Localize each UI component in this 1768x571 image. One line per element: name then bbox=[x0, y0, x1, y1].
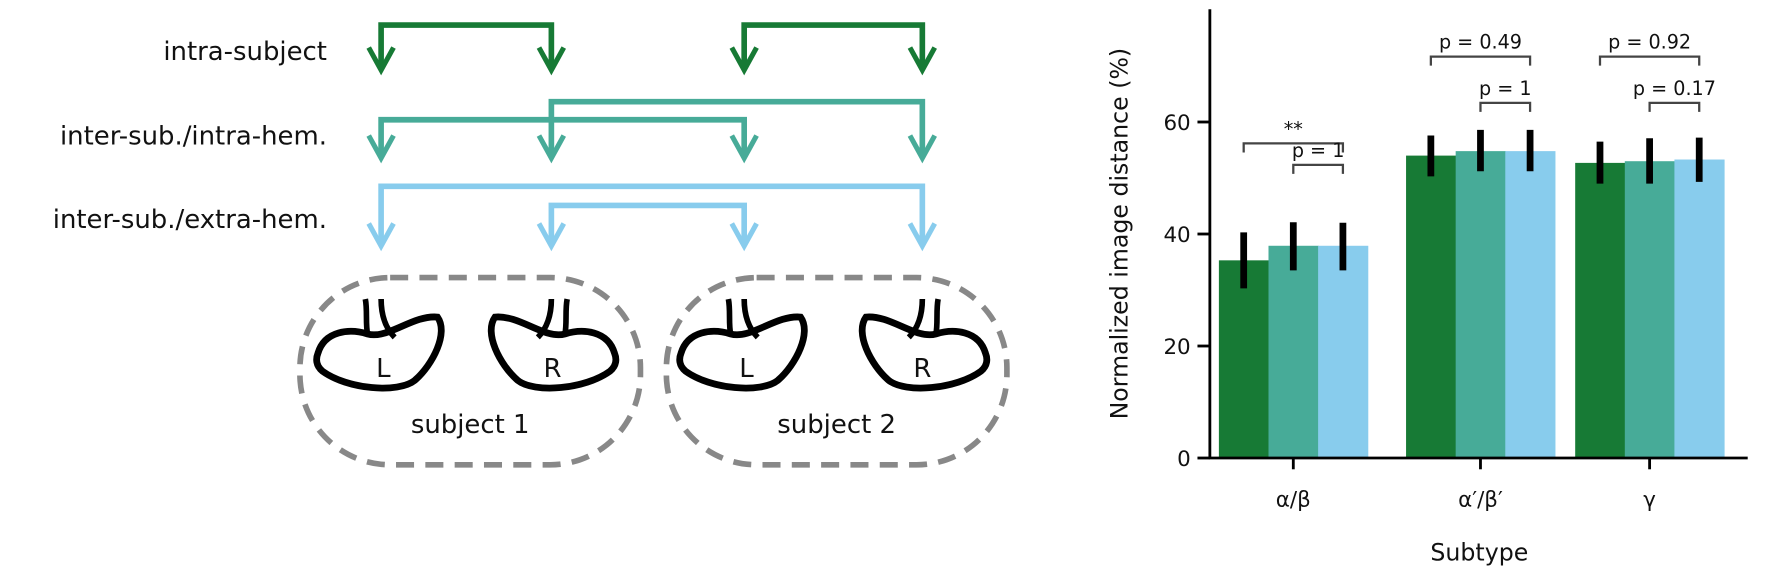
x-ticks: α/β α′/β′ γ bbox=[1276, 458, 1656, 513]
bar bbox=[1575, 162, 1626, 459]
comparison-diagram: intra-subject inter-sub./intra-hem. inte… bbox=[53, 22, 1010, 468]
brain-hemisphere-icon bbox=[487, 298, 620, 392]
comparison-arrows bbox=[366, 22, 937, 252]
connector-arrow bbox=[378, 116, 748, 155]
significance-annotations: **p = 1p = 0.49p = 1p = 0.92p = 0.17 bbox=[1242, 31, 1716, 174]
arrowhead-icon bbox=[536, 46, 566, 76]
brain-outline bbox=[858, 313, 991, 392]
connector-arrow bbox=[741, 22, 926, 67]
brain-stalk bbox=[906, 298, 941, 340]
significance-label: p = 0.92 bbox=[1608, 31, 1691, 54]
y-tick-label: 20 bbox=[1163, 335, 1190, 360]
significance-bracket bbox=[1292, 163, 1345, 174]
connector-arrow bbox=[378, 183, 926, 243]
y-tick-label: 40 bbox=[1163, 223, 1190, 248]
hemisphere-label-s2-L: L bbox=[739, 354, 754, 384]
brain-icons bbox=[313, 298, 991, 392]
significance-bracket bbox=[1648, 101, 1701, 112]
brain-hemisphere-icon bbox=[676, 298, 808, 392]
hemisphere-label-s1-R: R bbox=[543, 354, 561, 384]
error-bars bbox=[1240, 129, 1703, 289]
y-ticks: 0 20 40 60 bbox=[1163, 111, 1210, 472]
hemisphere-label-s1-L: L bbox=[376, 354, 391, 384]
significance-label: p = 0.49 bbox=[1439, 31, 1522, 54]
bar-chart: **p = 1p = 0.49p = 1p = 0.92p = 0.17 020… bbox=[1106, 9, 1748, 567]
connector-arrow bbox=[548, 98, 926, 155]
y-tick-label: 60 bbox=[1163, 111, 1190, 136]
hemisphere-label-s2-R: R bbox=[913, 354, 931, 384]
brain-stalk bbox=[725, 298, 760, 340]
brain-stalk bbox=[535, 298, 570, 340]
connector-arrow bbox=[548, 202, 748, 243]
brain-hemisphere-icon bbox=[858, 298, 991, 392]
bar bbox=[1674, 159, 1725, 459]
arrowhead-icon bbox=[729, 222, 759, 252]
bar bbox=[1406, 155, 1457, 459]
x-axis-label: Subtype bbox=[1430, 539, 1528, 567]
row-label-inter-intra-hem: inter-sub./intra-hem. bbox=[60, 122, 327, 152]
significance-bracket bbox=[1429, 55, 1532, 66]
brain-outline bbox=[487, 313, 620, 392]
y-axis-label: Normalized image distance (%) bbox=[1106, 48, 1134, 420]
significance-label: p = 1 bbox=[1479, 77, 1532, 100]
x-tick-label: α/β bbox=[1276, 488, 1311, 513]
significance-bracket bbox=[1242, 142, 1345, 153]
brain-outline bbox=[313, 313, 445, 392]
significance-label: ** bbox=[1284, 118, 1303, 141]
arrowhead-icon bbox=[907, 134, 937, 164]
x-tick-label: α′/β′ bbox=[1458, 488, 1503, 513]
connector-arrow bbox=[378, 22, 555, 67]
arrowhead-icon bbox=[536, 222, 566, 252]
subject-2-box bbox=[663, 274, 1010, 468]
arrowhead-icon bbox=[907, 222, 937, 252]
arrowhead-icon bbox=[366, 46, 396, 76]
subject-1-box bbox=[297, 274, 644, 468]
bar bbox=[1318, 245, 1369, 459]
y-tick-label: 0 bbox=[1177, 447, 1191, 472]
significance-bracket bbox=[1598, 55, 1701, 66]
bar bbox=[1505, 151, 1556, 459]
significance-label: p = 0.17 bbox=[1633, 77, 1716, 100]
bar bbox=[1455, 151, 1506, 459]
arrowhead-icon bbox=[536, 134, 566, 164]
arrowhead-icon bbox=[729, 46, 759, 76]
bar bbox=[1218, 260, 1270, 459]
arrowhead-icon bbox=[729, 134, 759, 164]
significance-bracket bbox=[1479, 101, 1532, 112]
row-label-inter-extra-hem: inter-sub./extra-hem. bbox=[53, 205, 327, 235]
arrowhead-icon bbox=[366, 134, 396, 164]
brain-outline bbox=[676, 313, 808, 392]
x-tick-label: γ bbox=[1643, 488, 1656, 513]
arrowhead-icon bbox=[366, 222, 396, 252]
subject-1-label: subject 1 bbox=[411, 410, 530, 440]
brain-stalk bbox=[362, 298, 397, 340]
bars bbox=[1218, 151, 1725, 459]
subject-2-label: subject 2 bbox=[777, 410, 896, 440]
arrowhead-icon bbox=[907, 46, 937, 76]
significance-label: p = 1 bbox=[1292, 139, 1345, 162]
bar bbox=[1268, 245, 1319, 459]
bar bbox=[1624, 161, 1675, 459]
brain-hemisphere-icon bbox=[313, 298, 445, 392]
row-label-intra-subject: intra-subject bbox=[163, 37, 327, 67]
